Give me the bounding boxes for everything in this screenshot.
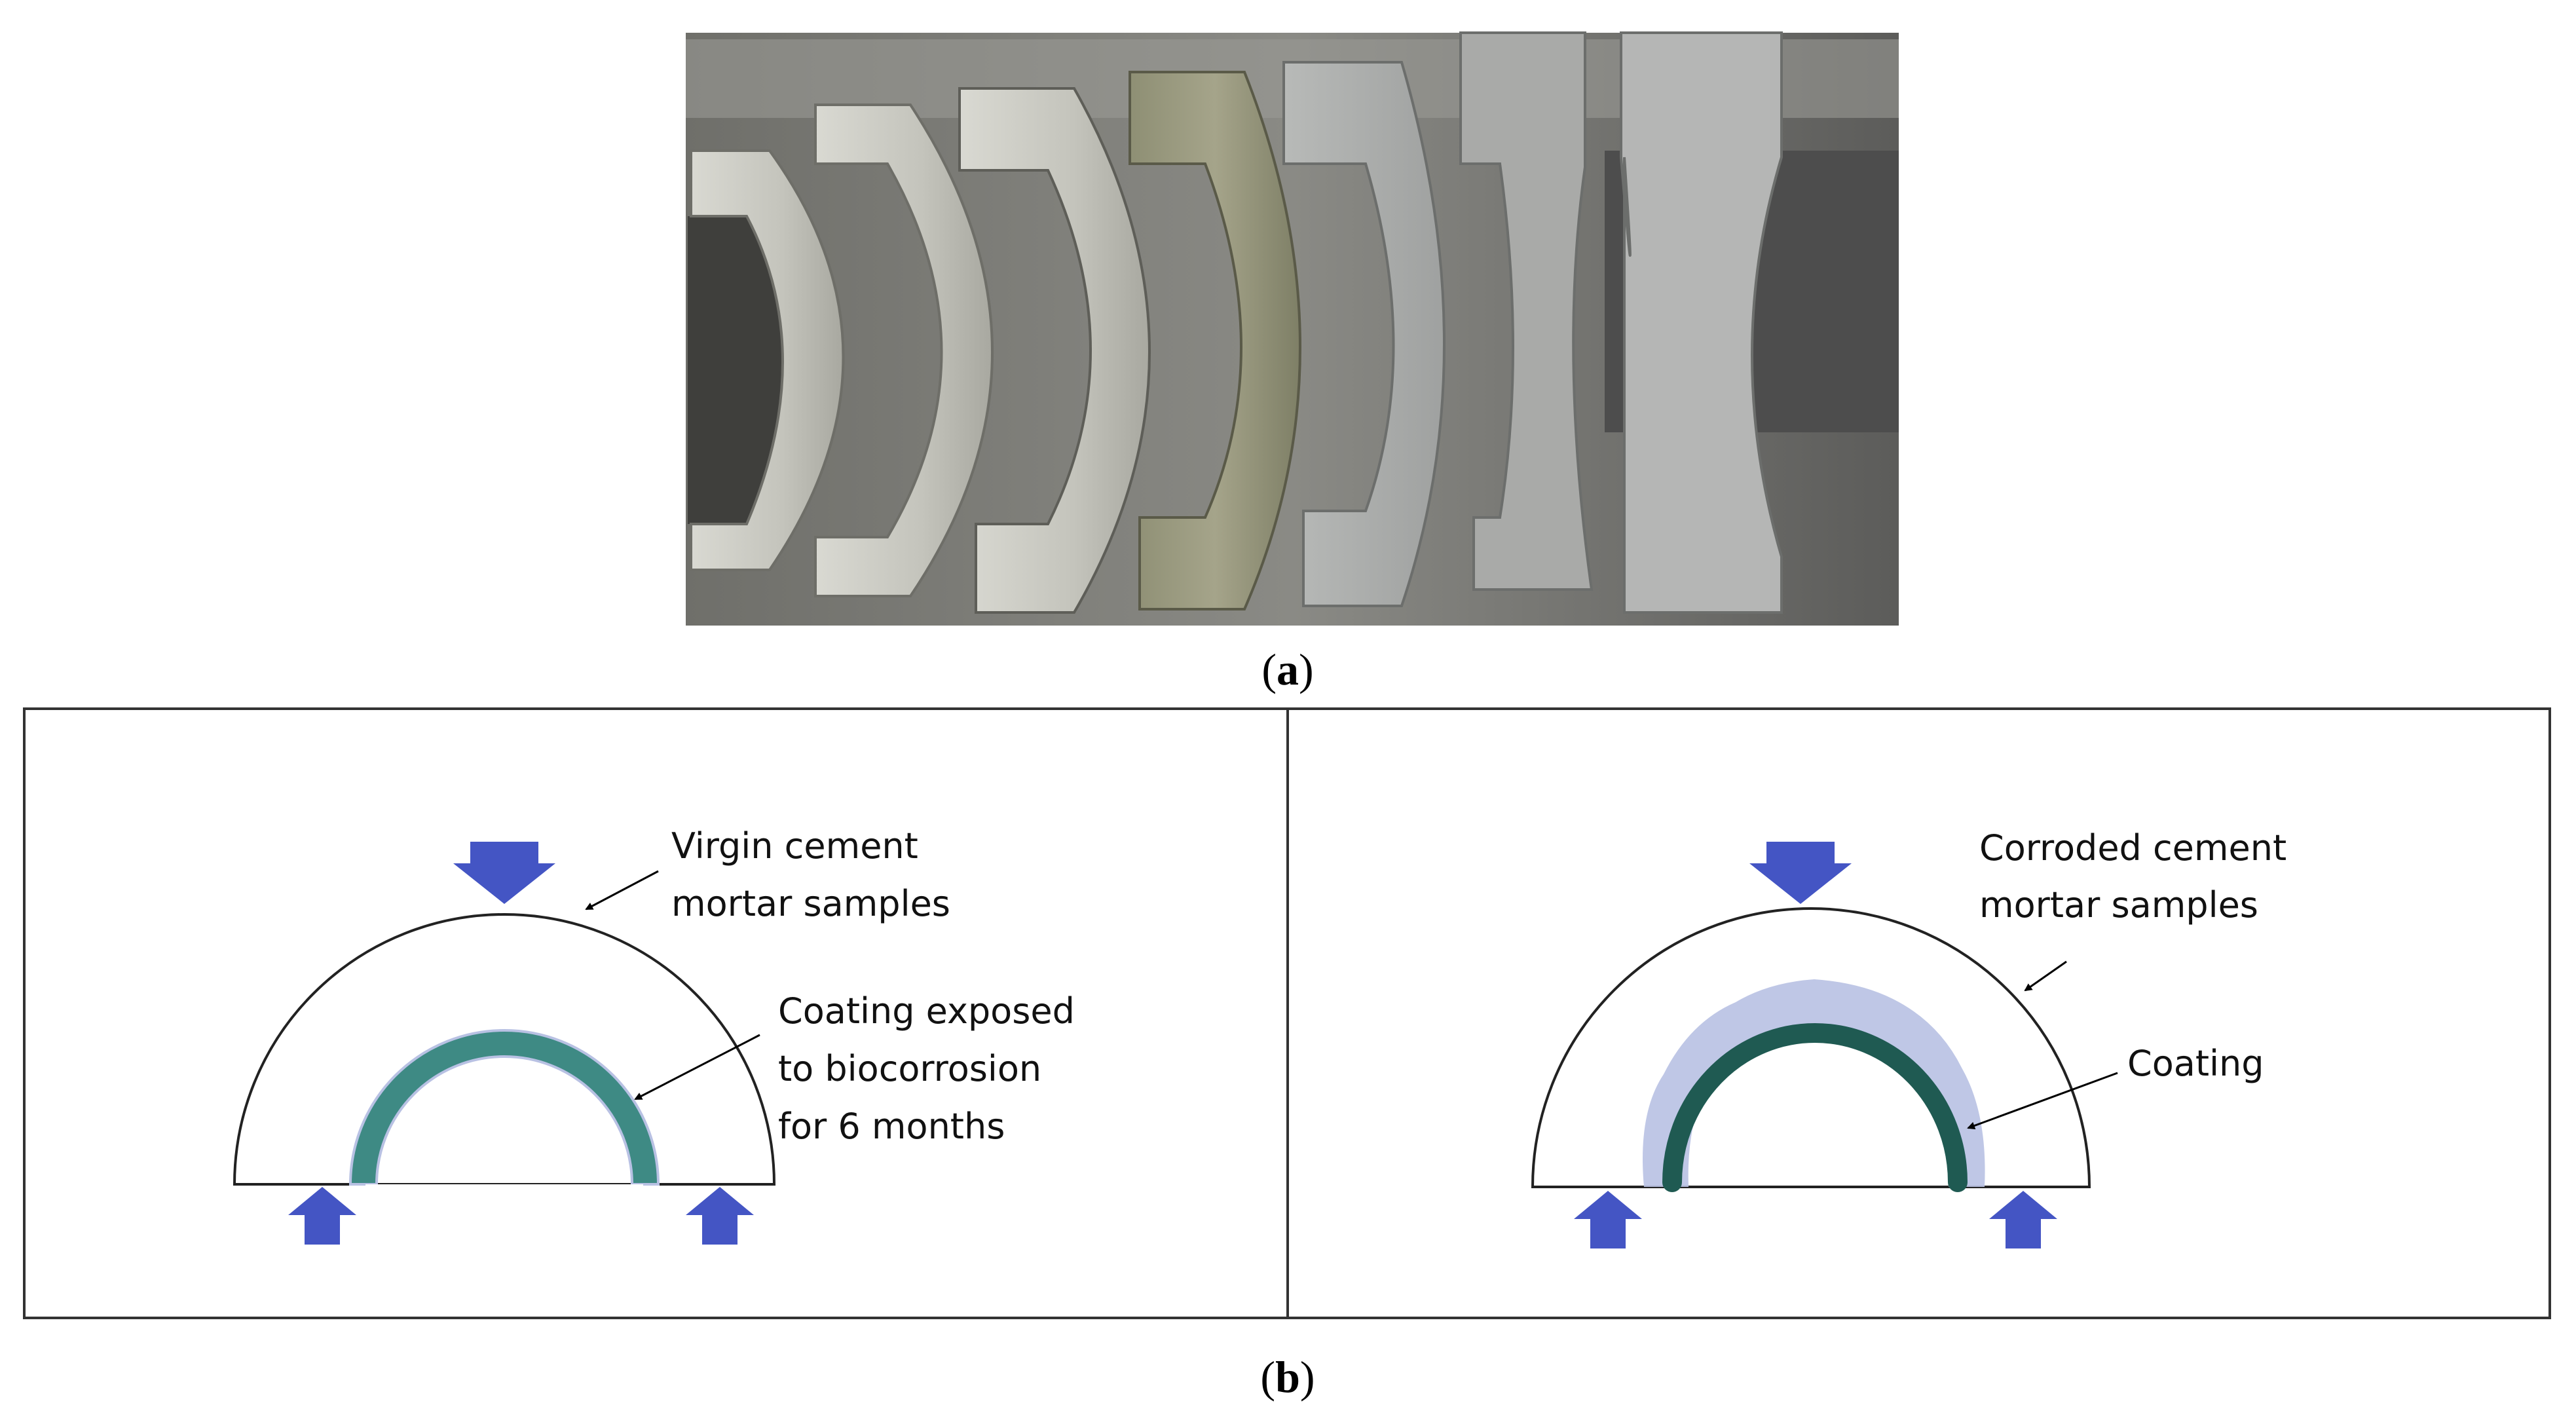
panel-a-photo xyxy=(686,31,1899,626)
left-support-arrow-icon xyxy=(288,1187,356,1245)
virgin-coating-band xyxy=(348,1029,660,1186)
corrosion-layer xyxy=(1643,979,1985,1187)
corroded-sample-label-line1: Corroded cement xyxy=(1979,827,2287,869)
caption-a: (a) xyxy=(1261,645,1313,694)
virgin-sample-label-line1: Virgin cement xyxy=(671,825,918,867)
virgin-coating-label-line3: for 6 months xyxy=(778,1106,1005,1147)
sample-ring-6 xyxy=(1459,31,1594,591)
corroded-coating-leader xyxy=(1967,1072,2118,1130)
sample-ring-7 xyxy=(1620,31,1783,614)
top-load-arrow-icon xyxy=(453,842,555,904)
corroded-sample-label-line2: mortar samples xyxy=(1979,884,2258,926)
virgin-coating-leader xyxy=(634,1034,760,1100)
panel-b-schematic: Virgin cement mortar samples Coating exp… xyxy=(23,707,2551,1319)
virgin-sample-leader xyxy=(585,870,659,910)
corroded-sample-diagram: Corroded cement mortar samples Coating xyxy=(1531,827,2287,1248)
sample-ring-1 xyxy=(688,149,845,571)
sample-ring-4 xyxy=(1129,71,1301,610)
sample-ring-3 xyxy=(958,87,1151,614)
sample-ring-2 xyxy=(814,103,994,597)
left-support-arrow-icon xyxy=(1574,1191,1642,1248)
corroded-coating-band xyxy=(1662,1023,1968,1192)
corroded-sample-leader xyxy=(2024,960,2067,992)
corroded-coating-label: Coating xyxy=(2127,1043,2264,1084)
right-support-arrow-icon xyxy=(686,1187,754,1245)
virgin-sample-label-line2: mortar samples xyxy=(671,883,950,924)
top-load-arrow-icon xyxy=(1749,842,1852,904)
caption-b: (b) xyxy=(1260,1352,1315,1402)
sample-ring-5 xyxy=(1282,61,1446,607)
virgin-coating-label-line1: Coating exposed xyxy=(778,990,1075,1032)
virgin-sample-diagram: Virgin cement mortar samples Coating exp… xyxy=(233,825,1075,1245)
right-support-arrow-icon xyxy=(1989,1191,2057,1248)
virgin-coating-label-line2: to biocorrosion xyxy=(778,1048,1041,1089)
corroded-mortar-half-ring xyxy=(1531,907,2091,1188)
